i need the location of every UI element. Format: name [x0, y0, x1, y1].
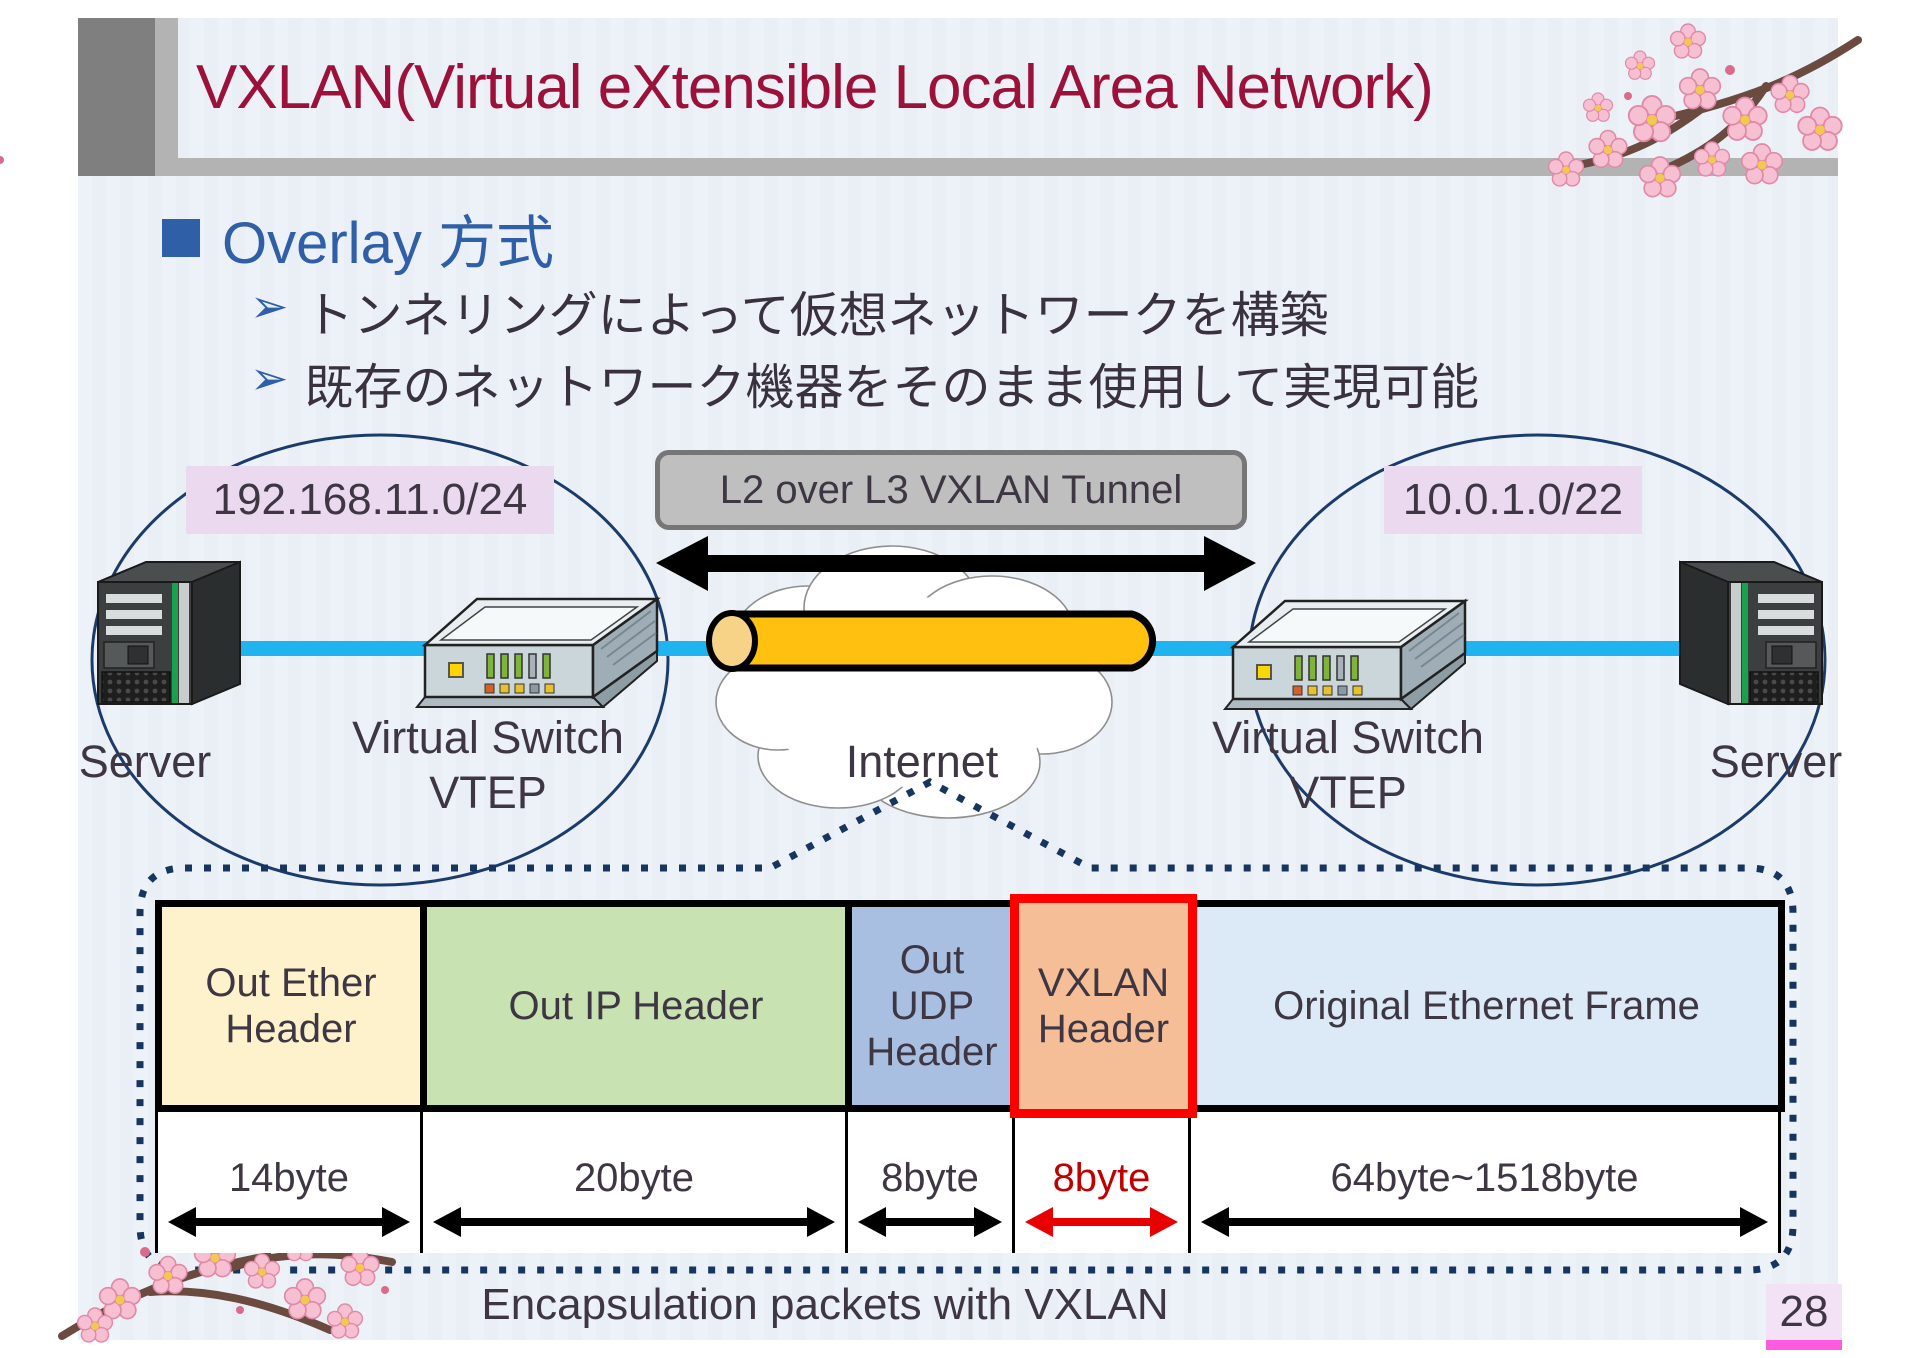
packet-size-label: 64byte~1518byte — [1330, 1156, 1639, 1200]
page-number-badge: 28 — [1766, 1284, 1842, 1350]
corner-accent-light — [155, 18, 178, 158]
packet-field-box: Out UDP Header — [845, 900, 1019, 1112]
left-subnet-label: 192.168.11.0/24 — [186, 466, 554, 534]
switch-label-line: Virtual Switch — [352, 712, 624, 763]
packet-size-cell: 14byte — [155, 1112, 420, 1253]
cherry-blossom-bottom-left — [58, 1228, 396, 1343]
packet-size-label: 8byte — [1052, 1156, 1151, 1200]
bullet-text: 既存のネットワーク機器をそのまま使用して実現可能 — [304, 361, 1480, 415]
section-heading-label: Overlay 方式 — [222, 211, 554, 276]
corner-accent-dark — [78, 18, 155, 176]
size-extent-arrow-icon — [1201, 1207, 1768, 1237]
server-icon — [1679, 561, 1823, 705]
tunnel-arrow-icon — [656, 536, 1256, 591]
cherry-blossom-top-right — [0, 23, 1862, 198]
section-heading: Overlay 方式 — [162, 196, 554, 280]
packet-field-box: Out IP Header — [420, 900, 852, 1112]
right-switch-label: Virtual Switch VTEP — [1178, 710, 1518, 820]
tunnel-icon — [706, 610, 1157, 672]
size-extent-arrow-icon — [858, 1207, 1002, 1237]
square-bullet-icon — [162, 219, 200, 257]
tunnel-title-box: L2 over L3 VXLAN Tunnel — [655, 450, 1247, 530]
packet-size-cell: 20byte — [420, 1112, 845, 1253]
bullet-item: ➢ 既存のネットワーク機器をそのまま使用して実現可能 — [250, 348, 1479, 419]
right-subnet-label: 10.0.1.0/22 — [1384, 466, 1642, 534]
packet-field-box: Out Ether Header — [155, 900, 427, 1112]
packet-size-cell: 8byte — [1012, 1112, 1188, 1253]
page-title: VXLAN(Virtual eXtensible Local Area Netw… — [196, 53, 1434, 122]
arrow-bullet-icon: ➢ — [250, 280, 289, 332]
packet-size-label: 8byte — [881, 1156, 979, 1200]
bullet-item: ➢ トンネリングによって仮想ネットワークを構築 — [250, 276, 1329, 347]
packet-size-cell: 8byte — [845, 1112, 1012, 1253]
packet-size-label: 20byte — [573, 1156, 695, 1200]
switch-label-line: Virtual Switch — [1212, 712, 1484, 763]
packet-size-label: 14byte — [228, 1156, 350, 1200]
switch-icon — [1223, 599, 1467, 711]
switch-sublabel-line: VTEP — [429, 767, 547, 818]
size-extent-arrow-icon — [433, 1207, 835, 1237]
left-switch-label: Virtual Switch VTEP — [318, 710, 658, 820]
arrow-bullet-icon: ➢ — [250, 352, 289, 404]
packet-size-cell: 64byte~1518byte — [1188, 1112, 1781, 1253]
title-divider — [155, 158, 1838, 176]
switch-sublabel-line: VTEP — [1289, 767, 1407, 818]
callout-bubble-outline — [136, 778, 1797, 1274]
packet-field-box: Original Ethernet Frame — [1188, 900, 1785, 1112]
bullet-text: トンネリングによって仮想ネットワークを構築 — [304, 289, 1329, 343]
left-server-label: Server — [78, 736, 212, 787]
right-server-label: Server — [1709, 736, 1843, 787]
left-site-ellipse — [90, 433, 670, 887]
size-extent-arrow-icon — [1025, 1207, 1178, 1237]
diagram-caption: Encapsulation packets with VXLAN — [481, 1280, 1169, 1329]
packet-field-box: VXLAN Header — [1010, 894, 1197, 1118]
size-extent-arrow-icon — [168, 1207, 410, 1237]
internet-label: Internet — [845, 736, 999, 787]
server-icon — [97, 561, 241, 705]
switch-icon — [415, 597, 659, 709]
